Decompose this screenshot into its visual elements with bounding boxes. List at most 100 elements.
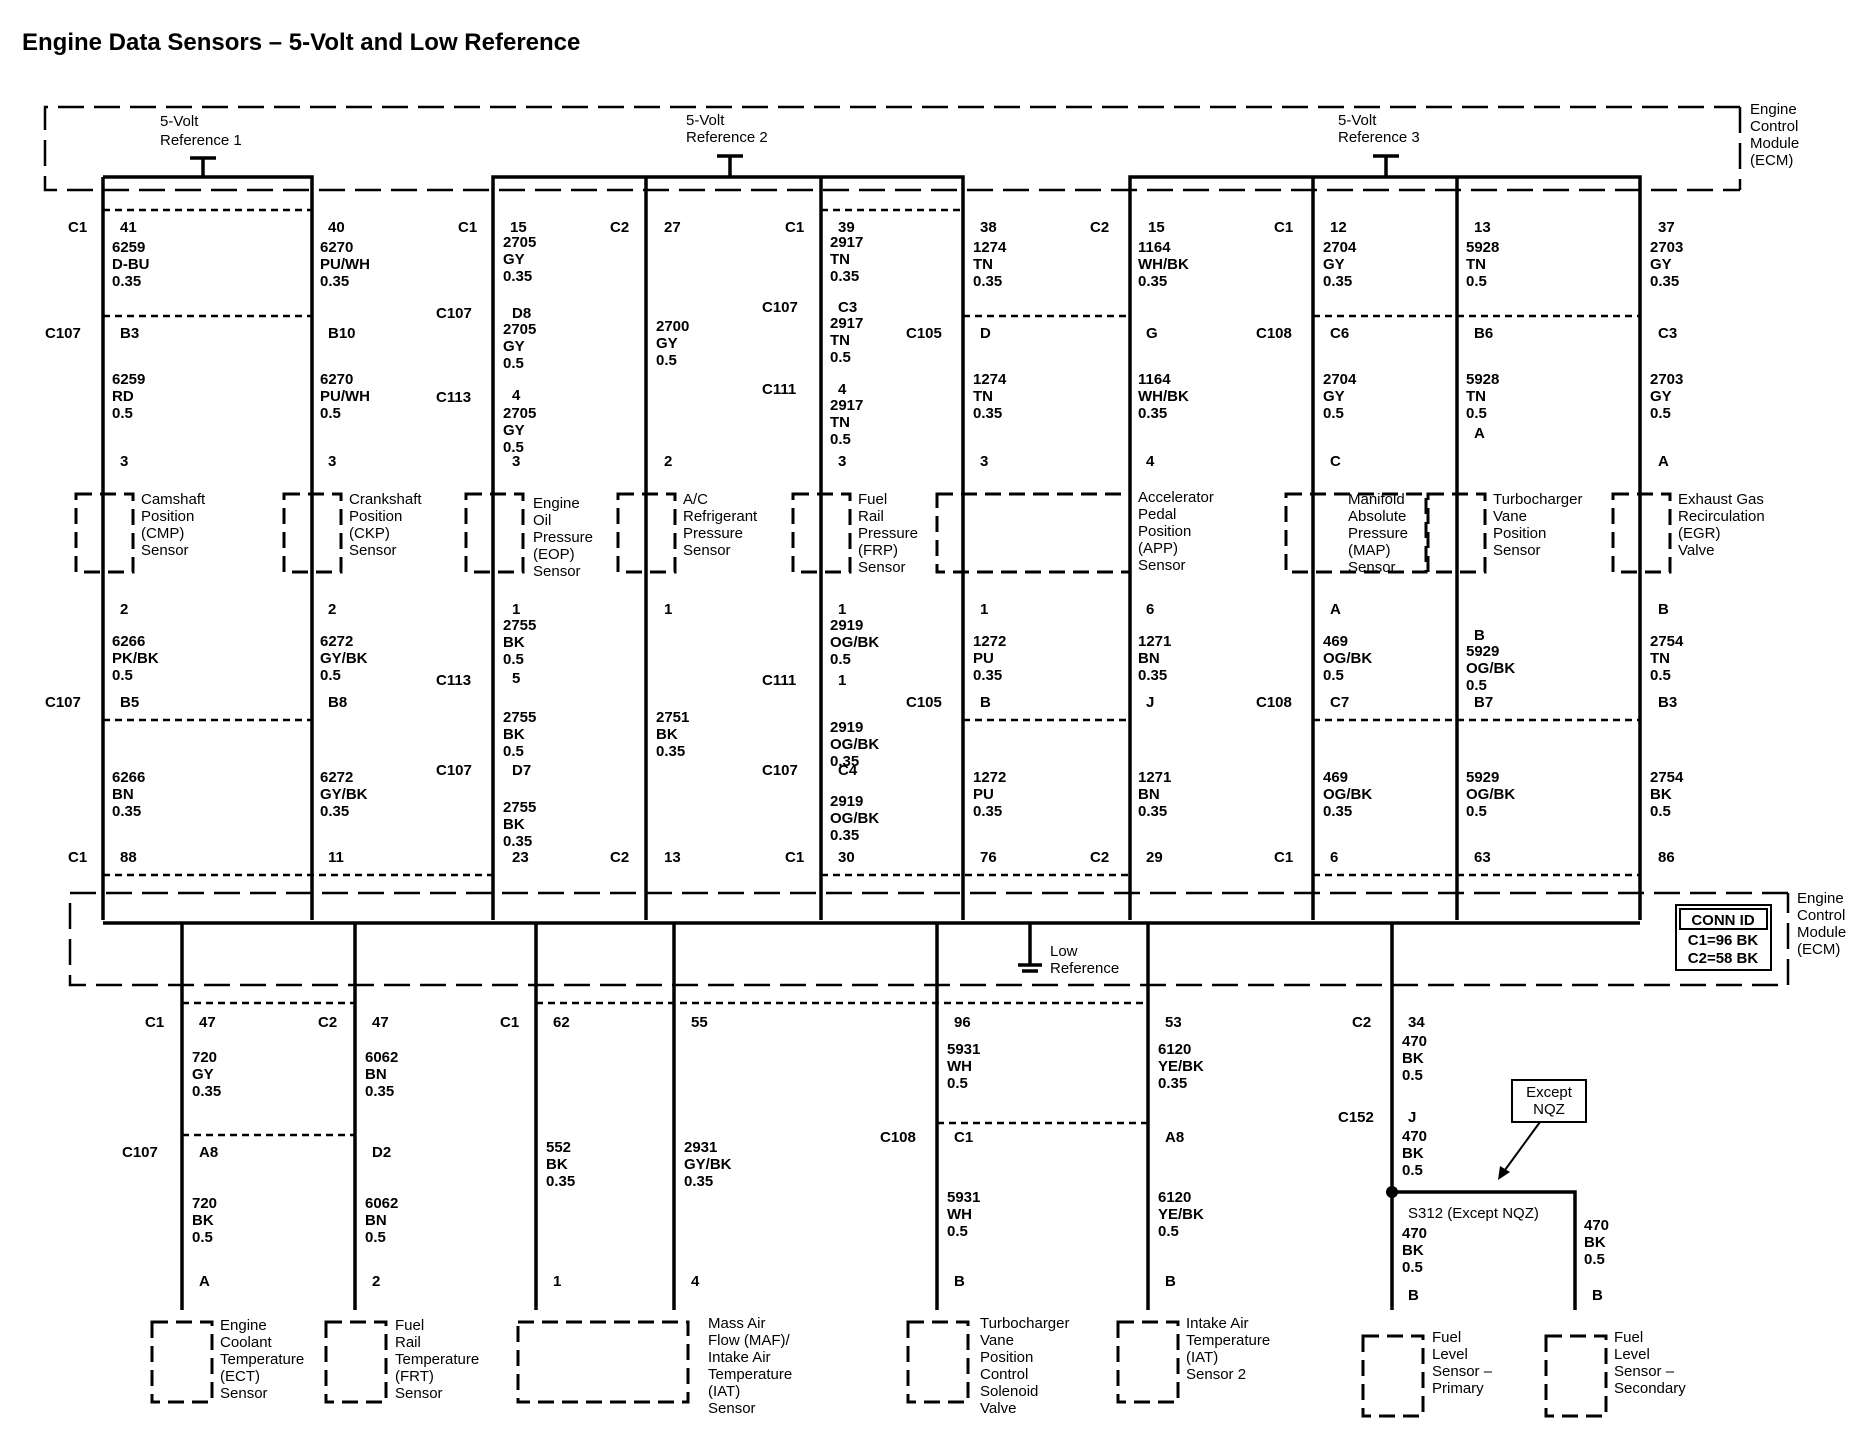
up-a: A [199, 1273, 210, 1290]
u-5931-col: WH [947, 1058, 972, 1075]
flp-l1: Fuel [1432, 1329, 1461, 1346]
conn-12: 12 [1330, 219, 1347, 236]
conn-c1-c: C1 [785, 219, 804, 236]
low2-469-num: 469 [1323, 769, 1348, 786]
ecm-top-label-3: Module [1750, 135, 1799, 152]
maf-l5: (IAT) [708, 1383, 740, 1400]
ref1-line2: Reference 1 [160, 132, 242, 149]
low2-6266-gauge: 0.35 [112, 803, 141, 820]
frp-l2: Rail [858, 508, 884, 525]
mid-2704-gauge: 0.5 [1323, 405, 1344, 422]
low2-2754-gauge: 0.5 [1650, 803, 1671, 820]
under-wire-labels: 720 GY 0.35 6062 BN 0.35 5931 WH 0.5 612… [192, 1033, 1427, 1100]
low-1272-col: PU [973, 650, 994, 667]
u-5931-num: 5931 [947, 1041, 980, 1058]
under-53: 53 [1165, 1014, 1182, 1031]
mid-2704-col: GY [1323, 388, 1345, 405]
iat2-l4: Sensor 2 [1186, 1366, 1246, 1383]
ref3-line2: Reference 3 [1338, 129, 1420, 146]
low2-1271-col: BN [1138, 786, 1160, 803]
under-96: 96 [954, 1014, 971, 1031]
mid-2700-num: 2700 [656, 318, 689, 335]
conn-c1-88: C1 [68, 849, 87, 866]
u-470-num: 470 [1402, 1033, 1427, 1050]
ecm-top-label-1: Engine [1750, 101, 1797, 118]
egr-l1: Exhaust Gas [1678, 491, 1764, 508]
ac-l3: Pressure [683, 525, 743, 542]
low-6266-col: PK/BK [112, 650, 159, 667]
wire-6259-num: 6259 [112, 239, 145, 256]
conn-c107-b3: C107 [45, 325, 81, 342]
under-sensor-names: Engine Coolant Temperature (ECT) Sensor … [220, 1315, 1686, 1417]
egr-l2: Recirculation [1678, 508, 1765, 525]
low2-2755-col: BK [503, 726, 525, 743]
conn-c105-d: C105 [906, 325, 942, 342]
conn-c107-c3: C107 [762, 299, 798, 316]
conn-g: G [1146, 325, 1158, 342]
cmp-l4: Sensor [141, 542, 189, 559]
tvpc-l2: Vane [980, 1332, 1014, 1349]
wire-6270-gauge: 0.35 [320, 273, 349, 290]
fls-l2: Level [1614, 1346, 1650, 1363]
low-5929-col: OG/BK [1466, 660, 1515, 677]
conn-b10: B10 [328, 325, 356, 342]
u-720-num: 720 [192, 1049, 217, 1066]
conn-c113-5: C113 [436, 672, 471, 689]
conn-c107-d7: C107 [436, 762, 472, 779]
mid-2917b-col: TN [830, 414, 850, 431]
iat2-l2: Temperature [1186, 1332, 1270, 1349]
low-469-num: 469 [1323, 633, 1348, 650]
low2-2755-num: 2755 [503, 709, 536, 726]
conn-4-b: 4 [838, 381, 847, 398]
conn-b5: B5 [120, 694, 139, 711]
fls-l4: Secondary [1614, 1380, 1686, 1397]
tvpc-l1: Turbocharger [980, 1315, 1070, 1332]
mid-1274-gauge: 0.35 [973, 405, 1002, 422]
u2-552-num: 552 [546, 1139, 571, 1156]
flp-l2: Level [1432, 1346, 1468, 1363]
iat2-l3: (IAT) [1186, 1349, 1218, 1366]
pin-l-map: A [1330, 601, 1341, 618]
conn-b6: B6 [1474, 325, 1493, 342]
low-6266-num: 6266 [112, 633, 145, 650]
u-c108-c1: C108 [880, 1129, 916, 1146]
u2-6120-num: 6120 [1158, 1189, 1191, 1206]
low-2919-num: 2919 [830, 617, 863, 634]
mid-5928-gauge: 0.5 [1466, 405, 1487, 422]
ecm-bot-label-4: (ECM) [1797, 941, 1840, 958]
u-6120-col: YE/BK [1158, 1058, 1204, 1075]
ecm-bot-label-1: Engine [1797, 890, 1844, 907]
low-wire-labels: 6266 PK/BK 0.5 6272 GY/BK 0.5 2755 BK 0.… [112, 617, 1684, 694]
ect-l5: Sensor [220, 1385, 268, 1402]
ref2-line1: 5-Volt [686, 112, 725, 129]
eop-l5: Sensor [533, 563, 581, 580]
mid-2703-col: GY [1650, 388, 1672, 405]
frt-l3: Temperature [395, 1351, 479, 1368]
under-c2-34: C2 [1352, 1014, 1371, 1031]
conn-b8: B8 [328, 694, 347, 711]
tvpc-l3: Position [980, 1349, 1033, 1366]
mid-6270-num: 6270 [320, 371, 353, 388]
conn-15-a: 15 [510, 219, 527, 236]
conn-c1-30: C1 [785, 849, 804, 866]
low-2755-gauge: 0.5 [503, 651, 524, 668]
conn-86: 86 [1658, 849, 1675, 866]
app-l2: Pedal [1138, 506, 1176, 523]
low-5929-num: 5929 [1466, 643, 1499, 660]
map-l1: Manifold [1348, 491, 1405, 508]
low2-6272-num: 6272 [320, 769, 353, 786]
conn-c4: C4 [838, 762, 858, 779]
u-c1: C1 [954, 1129, 973, 1146]
ecm-top-label-2: Control [1750, 118, 1798, 135]
under-47b: 47 [372, 1014, 389, 1031]
mid-6259-col: RD [112, 388, 134, 405]
wire-1164-gauge: 0.35 [1138, 273, 1167, 290]
conn-63: 63 [1474, 849, 1491, 866]
low2-2919-col: OG/BK [830, 736, 879, 753]
low2-2751-col: BK [656, 726, 678, 743]
flp-l4: Primary [1432, 1380, 1484, 1397]
except-nqz-2: NQZ [1533, 1101, 1565, 1118]
ecm-bot-label-2: Control [1797, 907, 1845, 924]
conn-88: 88 [120, 849, 137, 866]
under-55: 55 [691, 1014, 708, 1031]
